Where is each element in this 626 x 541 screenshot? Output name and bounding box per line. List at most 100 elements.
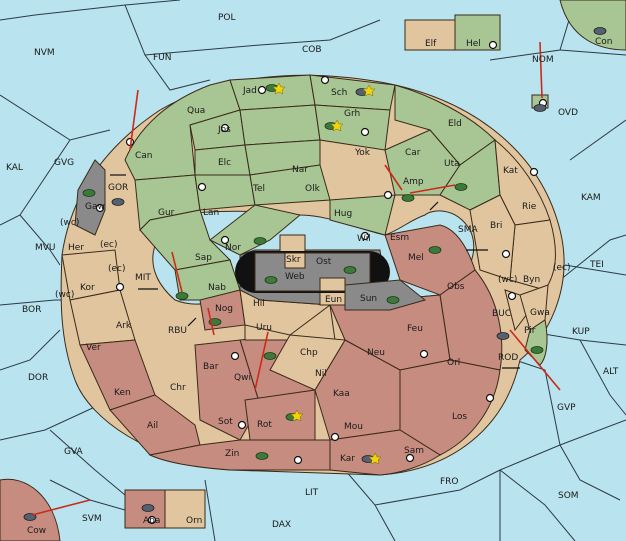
label-mel: Mel (408, 253, 424, 263)
label-kor: Kor (80, 283, 95, 293)
label-byn-ec: (ec) (553, 263, 571, 273)
label-kup: KUP (572, 327, 590, 337)
label-bri: Bri (490, 221, 502, 231)
label-tel: Tel (252, 184, 265, 194)
label-lan: Lan (203, 208, 219, 218)
label-pir: Pir (524, 326, 536, 336)
label-her-ec: (ec) (100, 240, 118, 250)
label-mvu: MVU (35, 243, 56, 253)
label-mit: MIT (135, 273, 151, 283)
label-eld: Eld (448, 119, 462, 129)
label-zin: Zin (225, 449, 239, 459)
label-gaw: Gaw (85, 202, 105, 212)
label-ovd: OVD (558, 108, 578, 118)
label-can: Can (135, 151, 153, 161)
label-svm: SVM (82, 514, 102, 524)
label-jos: Jos (217, 125, 231, 135)
label-gur: Gur (158, 208, 175, 218)
label-skr: Skr (286, 255, 301, 265)
label-orn: Orn (186, 516, 202, 526)
label-esm: Esm (390, 233, 409, 243)
label-obs: Obs (447, 282, 465, 292)
label-gva: GVA (64, 447, 84, 457)
label-byn-wc: (wc) (498, 275, 517, 285)
label-cow: Cow (27, 526, 46, 536)
label-car: Car (405, 148, 421, 158)
label-con: Con (595, 37, 613, 47)
label-fun: FUN (153, 53, 172, 63)
label-hug: Hug (334, 209, 352, 219)
label-nar: Nar (292, 165, 308, 175)
label-wil: Wil (357, 234, 371, 244)
label-aba: Aba (143, 516, 160, 526)
label-nom: NOM (532, 55, 554, 65)
label-mou: Mou (344, 422, 363, 432)
label-ark: Ark (116, 321, 132, 331)
label-hil: Hil (253, 299, 265, 309)
label-cob: COB (302, 45, 322, 55)
inner-territories (164, 0, 626, 529)
label-dor: DOR (28, 373, 48, 383)
label-som: SOM (558, 491, 579, 501)
label-kam: KAM (581, 193, 601, 203)
label-nor: Nor (225, 243, 241, 253)
label-chp: Chp (300, 348, 318, 358)
label-her: Her (68, 243, 84, 253)
label-nil: Nil (315, 369, 327, 379)
label-web: Web (285, 272, 305, 282)
label-elf: Elf (425, 39, 437, 49)
label-elc: Elc (218, 158, 231, 168)
label-sch: Sch (331, 88, 347, 98)
label-fro: FRO (440, 477, 459, 487)
label-kor-ec: (ec) (108, 264, 126, 274)
convoy-arrows (110, 174, 520, 369)
supply-centers (95, 40, 548, 525)
label-gvp: GVP (557, 403, 576, 413)
label-ail: Ail (147, 421, 158, 431)
label-bor: BOR (22, 305, 41, 315)
label-amp: Amp (403, 177, 424, 187)
label-jad: Jad (242, 86, 257, 96)
labels: POL NVM FUN COB NOM OVD KAL GVG KAM MVU … (6, 13, 619, 536)
label-rbu: RBU (168, 326, 187, 336)
label-lit: LIT (305, 488, 319, 498)
label-gvg: GVG (54, 158, 74, 168)
label-chr: Chr (170, 383, 186, 393)
label-tei: TEI (589, 260, 604, 270)
label-kar: Kar (340, 454, 355, 464)
label-pol: POL (218, 13, 236, 23)
red-territories (0, 224, 503, 541)
green-territories (124, 74, 501, 301)
label-byn: Byn (523, 275, 540, 285)
label-gwa: Gwa (530, 308, 550, 318)
label-nog: Nog (215, 304, 233, 314)
label-yok: Yok (354, 148, 371, 158)
label-neu: Neu (367, 348, 385, 358)
label-grh: Grh (344, 109, 360, 119)
label-uta: Uta (444, 159, 460, 169)
label-alt: ALT (603, 367, 619, 377)
label-eun: Eun (325, 295, 342, 305)
label-olk: Olk (305, 184, 321, 194)
label-feu: Feu (407, 324, 423, 334)
label-hel: Hel (466, 39, 481, 49)
label-nvm: NVM (34, 48, 55, 58)
label-rot: Rot (257, 420, 272, 430)
order-arrows (31, 41, 561, 516)
label-her-wc: (wc) (60, 218, 79, 228)
units (23, 27, 607, 521)
label-gor: GOR (108, 183, 128, 193)
label-kat: Kat (503, 166, 518, 176)
label-kaa: Kaa (333, 389, 350, 399)
label-nab: Nab (208, 283, 226, 293)
label-bar: Bar (203, 362, 219, 372)
label-buc: BUC (492, 309, 511, 319)
label-sot: Sot (218, 417, 233, 427)
label-uru: Uru (256, 323, 272, 333)
label-kor-wc: (wc) (55, 290, 74, 300)
label-sun: Sun (360, 294, 377, 304)
label-qwi: Qwi (234, 373, 251, 383)
label-ken: Ken (114, 388, 131, 398)
label-sap: Sap (195, 253, 212, 263)
